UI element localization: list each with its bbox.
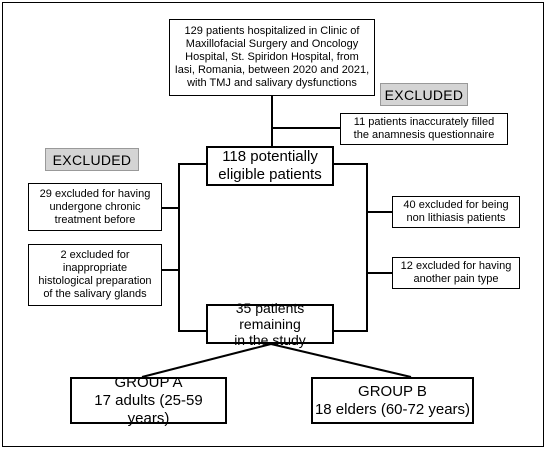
eligible-patients-box: 118 potentially eligible patients	[206, 146, 334, 186]
excluded-questionnaire-box: 11 patients inaccurately filled the anam…	[340, 113, 508, 145]
diagram-frame	[2, 2, 544, 447]
excluded-pain-box: 12 excluded for having another pain type	[392, 257, 520, 289]
connector-group-a	[141, 343, 272, 378]
connector-right-bracket	[334, 163, 368, 332]
excluded-non-lithiasis-box: 40 excluded for being non lithiasis pati…	[392, 196, 520, 228]
excluded-label-left: EXCLUDED	[45, 148, 139, 171]
group-a-box: GROUP A 17 adults (25-59 years)	[70, 374, 227, 427]
excluded-label-right: EXCLUDED	[380, 83, 468, 106]
initial-patients-box: 129 patients hospitalized in Clinic of M…	[169, 19, 375, 96]
connector-group-b	[270, 343, 412, 378]
remaining-patients-box: 35 patients remaining in the study	[206, 300, 334, 348]
excluded-histological-box: 2 excluded for inappropriate histologica…	[28, 244, 162, 306]
group-b-box: GROUP B 18 elders (60-72 years)	[311, 377, 474, 424]
excluded-chronic-box: 29 excluded for having undergone chronic…	[28, 183, 162, 231]
connector-left-bracket	[178, 163, 206, 332]
